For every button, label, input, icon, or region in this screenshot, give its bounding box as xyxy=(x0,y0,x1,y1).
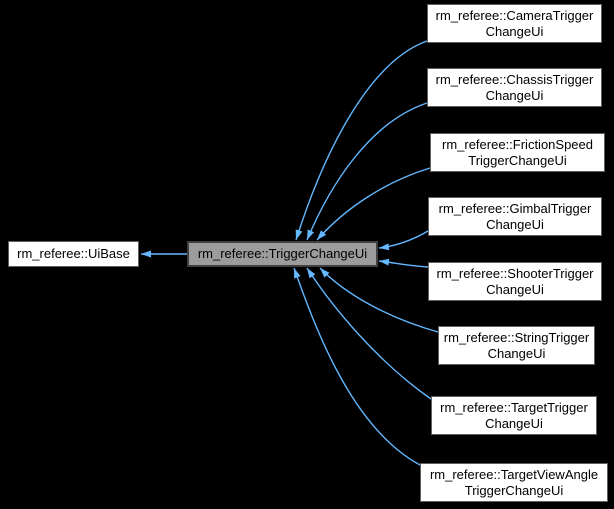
class-node-label-line1: rm_referee::FrictionSpeed xyxy=(441,136,593,152)
inheritance-arrow-target xyxy=(306,267,432,400)
class-node-label-line1: rm_referee::TargetTrigger xyxy=(440,399,588,415)
class-node-targetviewangletriggerchangeui[interactable]: rm_referee::TargetViewAngle TriggerChang… xyxy=(420,463,608,502)
class-node-chassistriggerchangeui[interactable]: rm_referee::ChassisTrigger ChangeUi xyxy=(427,68,602,107)
class-node-label-line1: rm_referee::CameraTrigger xyxy=(435,7,594,23)
class-node-targettriggerchangeui[interactable]: rm_referee::TargetTrigger ChangeUi xyxy=(431,396,597,435)
inheritance-arrow-camera xyxy=(295,40,428,241)
class-node-cameratriggerchangeui[interactable]: rm_referee::CameraTrigger ChangeUi xyxy=(427,4,602,43)
class-node-label-line2: ChangeUi xyxy=(486,281,544,297)
class-node-uibase[interactable]: rm_referee::UiBase xyxy=(8,241,139,267)
class-node-label-line2: ChangeUi xyxy=(486,216,544,232)
class-node-label-line2: ChangeUi xyxy=(485,23,544,39)
inheritance-arrow-string xyxy=(319,267,439,333)
class-node-label-line1: rm_referee::ShooterTrigger xyxy=(436,265,594,281)
inheritance-arrow-targetviewangle xyxy=(293,267,421,466)
class-node-label: rm_referee::TriggerChangeUi xyxy=(197,246,368,261)
inheritance-arrow-gimbal xyxy=(378,230,429,251)
class-node-label-line2: ChangeUi xyxy=(487,345,546,361)
class-node-label-line1: rm_referee::StringTrigger xyxy=(443,329,590,345)
class-node-shootertriggerchangeui[interactable]: rm_referee::ShooterTrigger ChangeUi xyxy=(428,262,602,301)
class-node-label-line1: rm_referee::ChassisTrigger xyxy=(435,71,594,87)
class-node-gimbaltriggerchangeui[interactable]: rm_referee::GimbalTrigger ChangeUi xyxy=(428,197,602,236)
class-node-triggerchangeui: rm_referee::TriggerChangeUi xyxy=(187,241,378,267)
inheritance-arrow-shooter xyxy=(378,258,429,268)
inheritance-arrow-chassis xyxy=(306,102,428,241)
class-node-label-line2: TriggerChangeUi xyxy=(464,482,564,498)
class-node-label-line2: ChangeUi xyxy=(485,87,544,103)
inheritance-arrow-frictionspeed xyxy=(316,167,431,241)
class-node-label-line1: rm_referee::TargetViewAngle xyxy=(429,466,599,482)
class-node-label: rm_referee::UiBase xyxy=(17,246,130,261)
class-node-label-line2: TriggerChangeUi xyxy=(468,152,567,168)
class-node-label-line2: ChangeUi xyxy=(485,415,543,431)
class-node-stringtriggerchangeui[interactable]: rm_referee::StringTrigger ChangeUi xyxy=(438,326,595,365)
class-node-frictionspeedtriggerchangeui[interactable]: rm_referee::FrictionSpeed TriggerChangeU… xyxy=(430,133,605,172)
class-node-label-line1: rm_referee::GimbalTrigger xyxy=(438,200,592,216)
